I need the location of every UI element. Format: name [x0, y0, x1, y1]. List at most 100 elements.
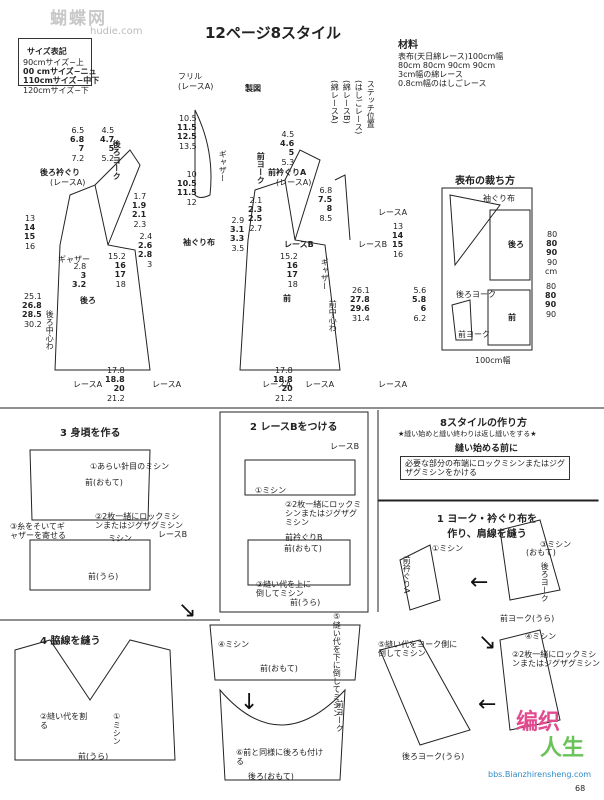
gather-label: ギャザー	[320, 258, 330, 290]
layout-back-yoke-label: 後ろヨーク	[456, 290, 496, 299]
step4-note: ①ミシン	[112, 712, 122, 745]
step3-note: ミシン	[108, 534, 132, 543]
step3-note: レースB	[158, 530, 188, 539]
back-neck-lace-label: (レースA)	[50, 178, 86, 187]
layout-frame	[441, 187, 533, 351]
step3-note: ①あらい針目のミシン	[90, 462, 170, 471]
step3-note: ③糸をそいてギャザーを寄せる	[10, 522, 66, 541]
layout-title: 表布の裁ち方	[455, 176, 515, 187]
lace-a-label: レースA	[262, 380, 292, 389]
gather-label: ギャザー	[58, 255, 90, 264]
step1-piece	[399, 544, 441, 611]
frill-label: フリル	[178, 72, 202, 81]
step2-note: 前(うら)	[290, 598, 321, 607]
back-neck-label: 後ろ衿ぐり	[40, 168, 80, 177]
front-yoke-outline	[284, 149, 321, 241]
step1-note: (おもて)	[526, 548, 556, 557]
step2-note: ③縫い代を上に倒してミシン	[256, 580, 312, 599]
intro-heading: 縫い始める前に	[455, 444, 519, 454]
lace-b-label: レースB	[358, 240, 388, 249]
step2-note: ①ミシン	[255, 486, 287, 495]
front-neck-label: 前衿ぐりA	[268, 168, 307, 177]
front-yoke-label: 前ヨーク	[256, 152, 266, 184]
arrow-icon: ↘	[478, 630, 497, 655]
layout-front-label: 前	[508, 313, 516, 322]
frill-lace-label: (レースA)	[178, 82, 214, 91]
arrow-icon: ←	[470, 570, 489, 595]
brand-logo-2: 人生	[540, 736, 585, 761]
intro-title: 8スタイルの作り方	[440, 418, 527, 429]
materials-heading: 材料	[398, 40, 418, 51]
front-neck-lace-label: (レースA)	[276, 178, 312, 187]
step2-box	[219, 411, 369, 613]
size-legend: サイズ表記 90cmサイズ−上 00 cmサイズ−ニュ 110cmサイズ−中下 …	[18, 38, 99, 95]
step5-note: ⑥前と同様に後ろも付ける	[236, 748, 324, 767]
step4-note: ②縫い代を割る	[40, 712, 88, 731]
layout-front-piece	[487, 289, 531, 346]
brand-url: bbs.Bianzhirensheng.com	[488, 770, 592, 779]
step3-note: 前(おもて)	[85, 478, 123, 487]
step3-note: ②2枚一緒にロックミシンまたはジグザグミシン	[95, 512, 183, 531]
front-body-outline	[239, 179, 341, 371]
step5-garment	[219, 688, 346, 781]
page-title: 12ページ8スタイル	[205, 24, 342, 42]
step4-note: 前(うら)	[78, 752, 109, 761]
materials-line: 表布(天日綿レース)100cm幅	[398, 51, 504, 61]
step1-note: 前衿ぐりA	[402, 556, 412, 594]
arrow-icon: ↓	[240, 690, 259, 715]
intro-note: 必要な部分の布端にロックミシンまたはジグザグミシンをかける	[400, 456, 570, 481]
step5-note: ④ミシン	[218, 640, 250, 649]
lace-a-label: レースA	[305, 380, 335, 389]
step2-note: ②2枚一緒にロックミシンまたはジグザグミシン	[285, 500, 362, 528]
lace-a-label: レースA	[378, 208, 408, 217]
size-legend-item: 00 cmサイズ−ニュ	[23, 67, 97, 77]
sleeve-frill-label: 袖ぐり布	[183, 238, 215, 247]
step1-note: ①ミシン	[432, 544, 464, 553]
layout-sleeve-label: 袖ぐり布	[483, 194, 515, 203]
materials-line: 80cm 80cm 90cm 90cm	[398, 60, 496, 70]
lace-a-label: レースA	[152, 380, 182, 389]
watermark-site-en: hudie.com	[90, 26, 143, 37]
step2-garment	[247, 539, 351, 586]
back-label: 後ろ	[80, 296, 96, 305]
step1-note: 後ろヨーク	[540, 562, 550, 602]
center-back-label: 後ろ中心わ	[45, 310, 55, 350]
step2-note: レースB	[330, 442, 360, 451]
step1-note: 前ヨーク(うら)	[500, 614, 555, 623]
frill-outline	[194, 109, 212, 198]
step1-piece	[379, 639, 471, 746]
lace-b-label: レースB	[284, 240, 314, 249]
lace-a-label: レースA	[73, 380, 103, 389]
step1-note: ④ミシン	[525, 632, 557, 641]
lace-col-label: (はしごレース)	[354, 80, 364, 135]
step5-garment	[209, 624, 361, 681]
step1-note: 後ろヨーク(うら)	[402, 752, 465, 761]
back-body-outline	[54, 184, 151, 371]
layout-back-piece	[489, 209, 531, 281]
front-neck-a-outline	[334, 174, 351, 241]
step1-note: ②2枚一緒にロックミシンまたはジグザグミシン	[512, 650, 600, 669]
step1-piece	[499, 629, 561, 731]
layout-yoke-piece	[451, 299, 473, 341]
stitch-pos-label: ステッチ位置	[366, 80, 376, 128]
materials: 材料 表布(天日綿レース)100cm幅 80cm 80cm 90cm 90cm …	[398, 40, 503, 88]
front-label: 前	[283, 294, 291, 303]
layout-back-label: 後ろ	[508, 240, 524, 249]
lace-col-label: (綿レースB)	[342, 80, 352, 124]
